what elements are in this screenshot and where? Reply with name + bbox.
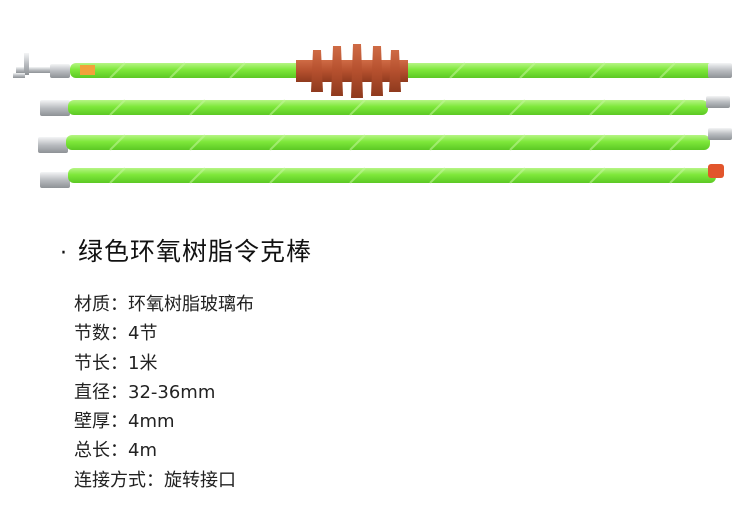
brand-label	[80, 65, 95, 75]
title-text: 绿色环氧树脂令克棒	[78, 237, 313, 266]
rod-section-4	[40, 164, 724, 188]
spec-value: 旋转接口	[164, 469, 236, 491]
spec-value: 4节	[128, 323, 158, 345]
metal-cap	[706, 96, 730, 108]
product-title: · 绿色环氧树脂令克棒	[60, 232, 312, 268]
spec-connection: 连接方式：旋转接口	[74, 466, 254, 495]
metal-cap	[708, 128, 732, 140]
spec-list: 材质：环氧树脂玻璃布 节数：4节 节长：1米 直径：32-36mm 壁厚：4mm…	[74, 290, 254, 495]
rod-stripes	[109, 62, 686, 184]
rod-section-3	[38, 128, 732, 153]
spec-value: 4m	[128, 440, 157, 462]
rod-section-1	[13, 44, 732, 98]
hook-icon	[16, 67, 56, 73]
product-photo	[13, 44, 732, 188]
metal-fitting	[40, 172, 70, 188]
spec-section-length: 节长：1米	[74, 349, 254, 378]
spec-sections: 节数：4节	[74, 319, 254, 348]
metal-fitting	[38, 137, 68, 153]
metal-fitting	[40, 100, 70, 116]
spec-wall-thickness: 壁厚：4mm	[74, 407, 254, 436]
spec-label: 连接方式：	[74, 469, 164, 491]
spec-diameter: 直径：32-36mm	[74, 378, 254, 407]
spec-total-length: 总长：4m	[74, 436, 254, 465]
spec-label: 直径：	[74, 381, 128, 403]
title-bullet: ·	[60, 241, 68, 266]
metal-fitting	[50, 64, 70, 78]
spec-value: 4mm	[128, 411, 175, 433]
spec-label: 壁厚：	[74, 411, 128, 433]
spec-label: 材质：	[74, 294, 128, 315]
spec-label: 总长：	[74, 440, 128, 462]
spec-material: 材质：环氧树脂玻璃布	[74, 290, 254, 319]
spec-value: 环氧树脂玻璃布	[128, 294, 254, 315]
metal-cap	[708, 63, 732, 78]
spec-label: 节长：	[74, 352, 128, 374]
spec-label: 节数：	[74, 323, 128, 345]
rod-section-2	[40, 96, 730, 116]
insulator-skirts	[296, 44, 408, 98]
end-cap	[708, 164, 724, 178]
spec-value: 1米	[128, 352, 158, 374]
spec-value: 32-36mm	[128, 381, 216, 403]
